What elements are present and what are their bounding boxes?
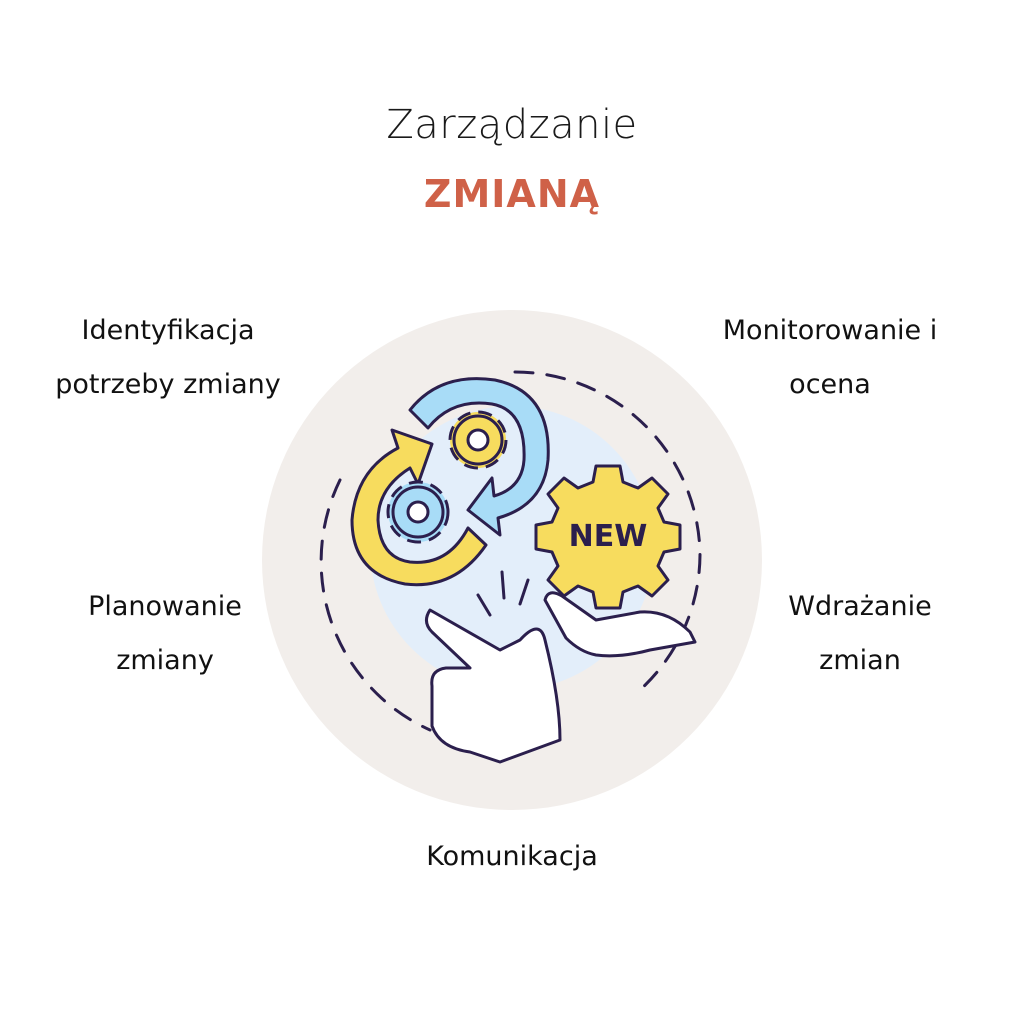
arrow-yellow-icon [350,428,488,587]
dashed-ring [319,370,702,732]
step-implementation-line2: zmian [819,645,901,676]
step-communication-line1: Komunikacja [426,841,598,872]
spark-lines-icon [476,570,530,617]
new-gear-icon [534,464,682,610]
arrow-blue-icon [408,377,550,537]
step-planning-line2: zmiany [116,645,214,676]
cycle-arrows-icon [350,377,550,587]
title-line2: ZMIANĄ [423,172,601,216]
gear-blue-icon [386,480,450,544]
title-line1: Zarządzanie [386,102,638,148]
dashed-arc-left [319,478,432,732]
step-identification-line1: Identyfikacja [81,315,255,346]
step-communication-label: Komunikacja [362,830,662,884]
receiving-hand-icon [543,591,697,658]
step-implementation-line1: Wdrażanie [788,591,932,622]
step-planning-label: Planowanie zmiany [40,580,290,688]
step-planning-line1: Planowanie [88,591,242,622]
gear-yellow-icon [448,410,508,470]
new-gear-badge: NEW [534,464,682,610]
step-monitoring-label: Monitorowanie i ocena [680,304,980,412]
new-badge-text: NEW [569,519,648,554]
pointing-hand-icon [425,608,562,764]
step-identification-label: Identyfikacja potrzeby zmiany [18,304,318,412]
step-identification-line2: potrzeby zmiany [55,369,281,400]
step-monitoring-line2: ocena [789,369,871,400]
step-implementation-label: Wdrażanie zmian [735,580,985,688]
step-monitoring-line1: Monitorowanie i [722,315,938,346]
dashed-arc-right [513,370,702,692]
